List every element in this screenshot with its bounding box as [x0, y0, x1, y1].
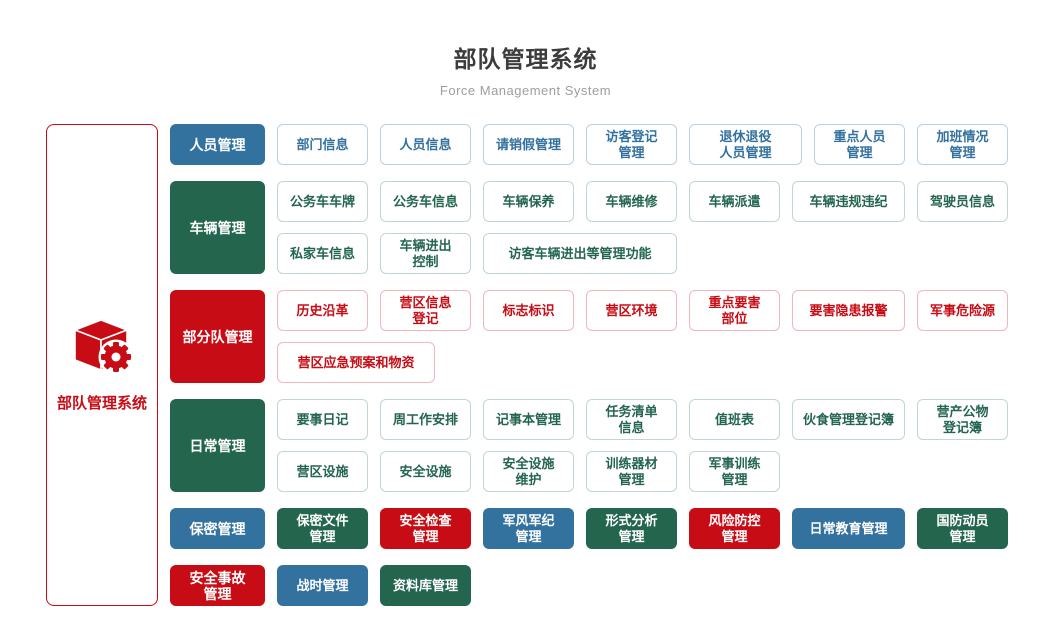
- module-item: 保密文件 管理: [277, 508, 368, 549]
- module-item: 公务车信息: [380, 181, 471, 222]
- module-item: 战时管理: [277, 565, 368, 606]
- module-item: 安全设施 维护: [483, 451, 574, 492]
- module-item: 重点人员 管理: [814, 124, 905, 165]
- module-item: 日常教育管理: [792, 508, 905, 549]
- module-item: 驾驶员信息: [917, 181, 1008, 222]
- module-item: 军风军纪 管理: [483, 508, 574, 549]
- module-item: 车辆违规违纪: [792, 181, 905, 222]
- module-item: 部门信息: [277, 124, 368, 165]
- category-header: 保密管理: [170, 508, 265, 549]
- module-item: 营区环境: [586, 290, 677, 331]
- module-item: 伙食管理登记簿: [792, 399, 905, 440]
- module-item: 军事危险源: [917, 290, 1008, 331]
- module-item: 要害隐患报警: [792, 290, 905, 331]
- page-title: 部队管理系统: [453, 46, 598, 72]
- module-item: 要事日记: [277, 399, 368, 440]
- module-item: 访客登记 管理: [586, 124, 677, 165]
- module-item: 军事训练 管理: [689, 451, 780, 492]
- page-header: 部队管理系统 Force Management System: [0, 0, 1051, 98]
- category-items: 部门信息人员信息请销假管理访客登记 管理退休退役 人员管理重点人员 管理加班情况…: [277, 124, 1013, 165]
- module-item: 历史沿革: [277, 290, 368, 331]
- module-item: 车辆维修: [586, 181, 677, 222]
- module-item: 营产公物 登记簿: [917, 399, 1008, 440]
- module-item: 退休退役 人员管理: [689, 124, 802, 165]
- category-rows: 人员管理部门信息人员信息请销假管理访客登记 管理退休退役 人员管理重点人员 管理…: [170, 124, 1013, 606]
- module-item: 请销假管理: [483, 124, 574, 165]
- category-header: 车辆管理: [170, 181, 265, 274]
- module-item: 安全设施: [380, 451, 471, 492]
- module-item: 安全检查 管理: [380, 508, 471, 549]
- category-row: 车辆管理公务车车牌公务车信息车辆保养车辆维修车辆派遣车辆违规违纪驾驶员信息私家车…: [170, 181, 1013, 274]
- module-item: 重点要害 部位: [689, 290, 780, 331]
- module-item: 资料库管理: [380, 565, 471, 606]
- category-row: 部分队管理历史沿革营区信息 登记标志标识营区环境重点要害 部位要害隐患报警军事危…: [170, 290, 1013, 383]
- module-item: 营区设施: [277, 451, 368, 492]
- module-item: 任务清单 信息: [586, 399, 677, 440]
- page-subtitle: Force Management System: [439, 83, 612, 98]
- category-items: 保密文件 管理安全检查 管理军风军纪 管理形式分析 管理风险防控 管理日常教育管…: [277, 508, 1013, 549]
- category-header: 部分队管理: [170, 290, 265, 383]
- root-system-box: 部队管理系统: [46, 124, 158, 606]
- module-item: 标志标识: [483, 290, 574, 331]
- category-header: 日常管理: [170, 399, 265, 492]
- module-item: 车辆派遣: [689, 181, 780, 222]
- module-item: 车辆进出 控制: [380, 233, 471, 274]
- category-row: 日常管理要事日记周工作安排记事本管理任务清单 信息值班表伙食管理登记簿营产公物 …: [170, 399, 1013, 492]
- module-item: 风险防控 管理: [689, 508, 780, 549]
- module-item: 形式分析 管理: [586, 508, 677, 549]
- category-header: 安全事故 管理: [170, 565, 265, 606]
- category-items: 历史沿革营区信息 登记标志标识营区环境重点要害 部位要害隐患报警军事危险源营区应…: [277, 290, 1013, 383]
- module-item: 营区信息 登记: [380, 290, 471, 331]
- module-item: 车辆保养: [483, 181, 574, 222]
- module-item: 训练器材 管理: [586, 451, 677, 492]
- category-header: 人员管理: [170, 124, 265, 165]
- module-item: 周工作安排: [380, 399, 471, 440]
- module-item: 值班表: [689, 399, 780, 440]
- system-diagram: 部队管理系统 人员管理部门信息人员信息请销假管理访客登记 管理退休退役 人员管理…: [0, 124, 1051, 606]
- module-item: 加班情况 管理: [917, 124, 1008, 165]
- cube-gear-icon: [70, 317, 134, 380]
- module-item: 营区应急预案和物资: [277, 342, 435, 383]
- module-item: 人员信息: [380, 124, 471, 165]
- module-item: 国防动员 管理: [917, 508, 1008, 549]
- category-row: 人员管理部门信息人员信息请销假管理访客登记 管理退休退役 人员管理重点人员 管理…: [170, 124, 1013, 165]
- category-items: 战时管理资料库管理: [277, 565, 1013, 606]
- category-items: 公务车车牌公务车信息车辆保养车辆维修车辆派遣车辆违规违纪驾驶员信息私家车信息车辆…: [277, 181, 1013, 274]
- module-item: 记事本管理: [483, 399, 574, 440]
- category-items: 要事日记周工作安排记事本管理任务清单 信息值班表伙食管理登记簿营产公物 登记簿营…: [277, 399, 1013, 492]
- module-item: 私家车信息: [277, 233, 368, 274]
- module-item: 公务车车牌: [277, 181, 368, 222]
- category-row: 保密管理保密文件 管理安全检查 管理军风军纪 管理形式分析 管理风险防控 管理日…: [170, 508, 1013, 549]
- category-row: 安全事故 管理战时管理资料库管理: [170, 565, 1013, 606]
- root-system-label: 部队管理系统: [56, 395, 147, 412]
- module-item: 访客车辆进出等管理功能: [483, 233, 677, 274]
